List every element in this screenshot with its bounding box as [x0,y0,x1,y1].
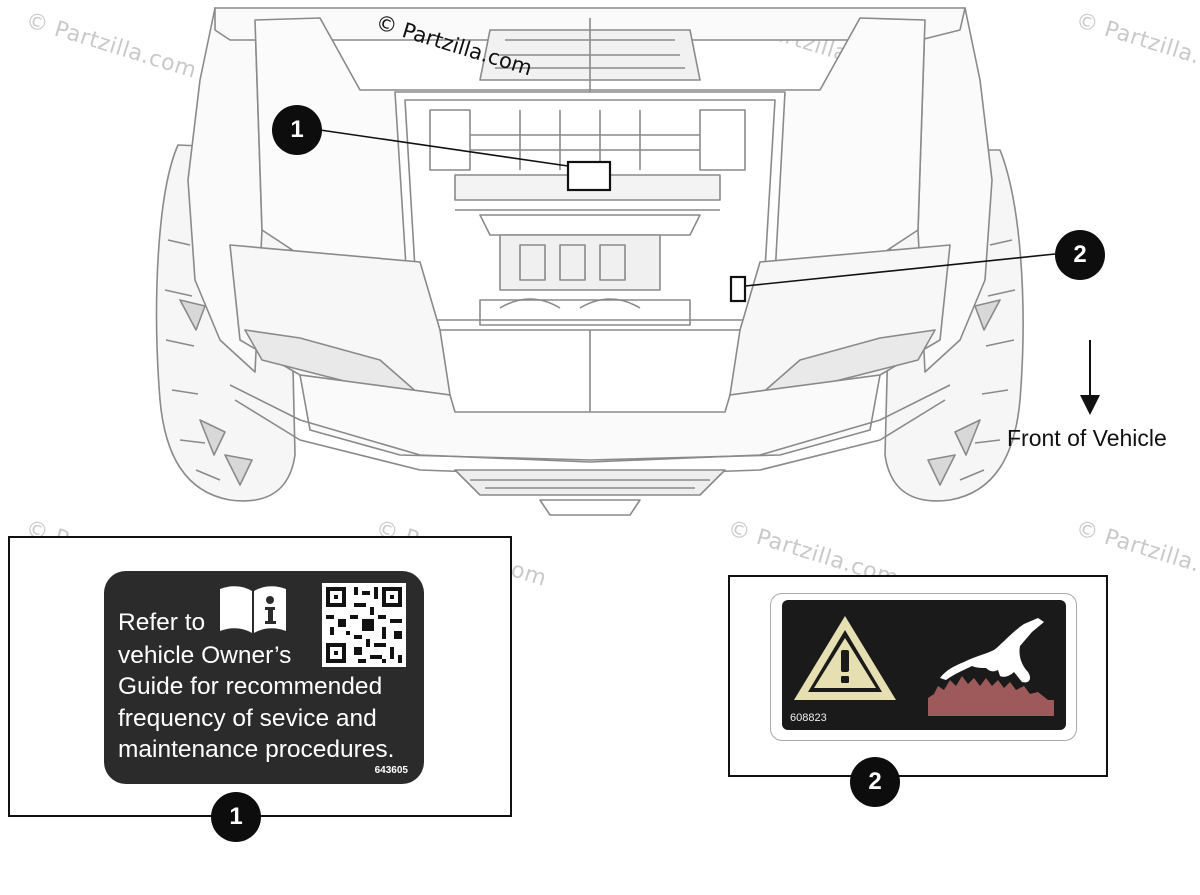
decal-1-line: vehicle Owner’s [118,642,292,669]
qr-code-icon [322,583,406,667]
decal-1-line: frequency of sevice and [118,705,377,732]
callout-1: 1 [272,105,322,155]
warning-decal-border [770,593,1077,741]
decal-1-line: maintenance procedures. [118,736,395,763]
decal-1-part-number: 643605 [374,765,408,776]
front-of-vehicle-label: Front of Vehicle [1007,425,1167,451]
owners-manual-book-icon [220,586,286,633]
decal-2-part-number: 608823 [790,712,827,724]
decal-1-line: Refer to [118,609,206,636]
hand-hot-surface-icon [928,618,1054,716]
warning-triangle-icon [794,616,896,700]
maintenance-decal: Refer to vehicle Owner’s Guide for recom… [104,571,424,784]
decal-1-line: Guide for recommended [118,673,383,700]
callout-2-bottom: 2 [850,757,900,807]
callout-2: 2 [1055,230,1105,280]
callout-1-bottom: 1 [211,792,261,842]
